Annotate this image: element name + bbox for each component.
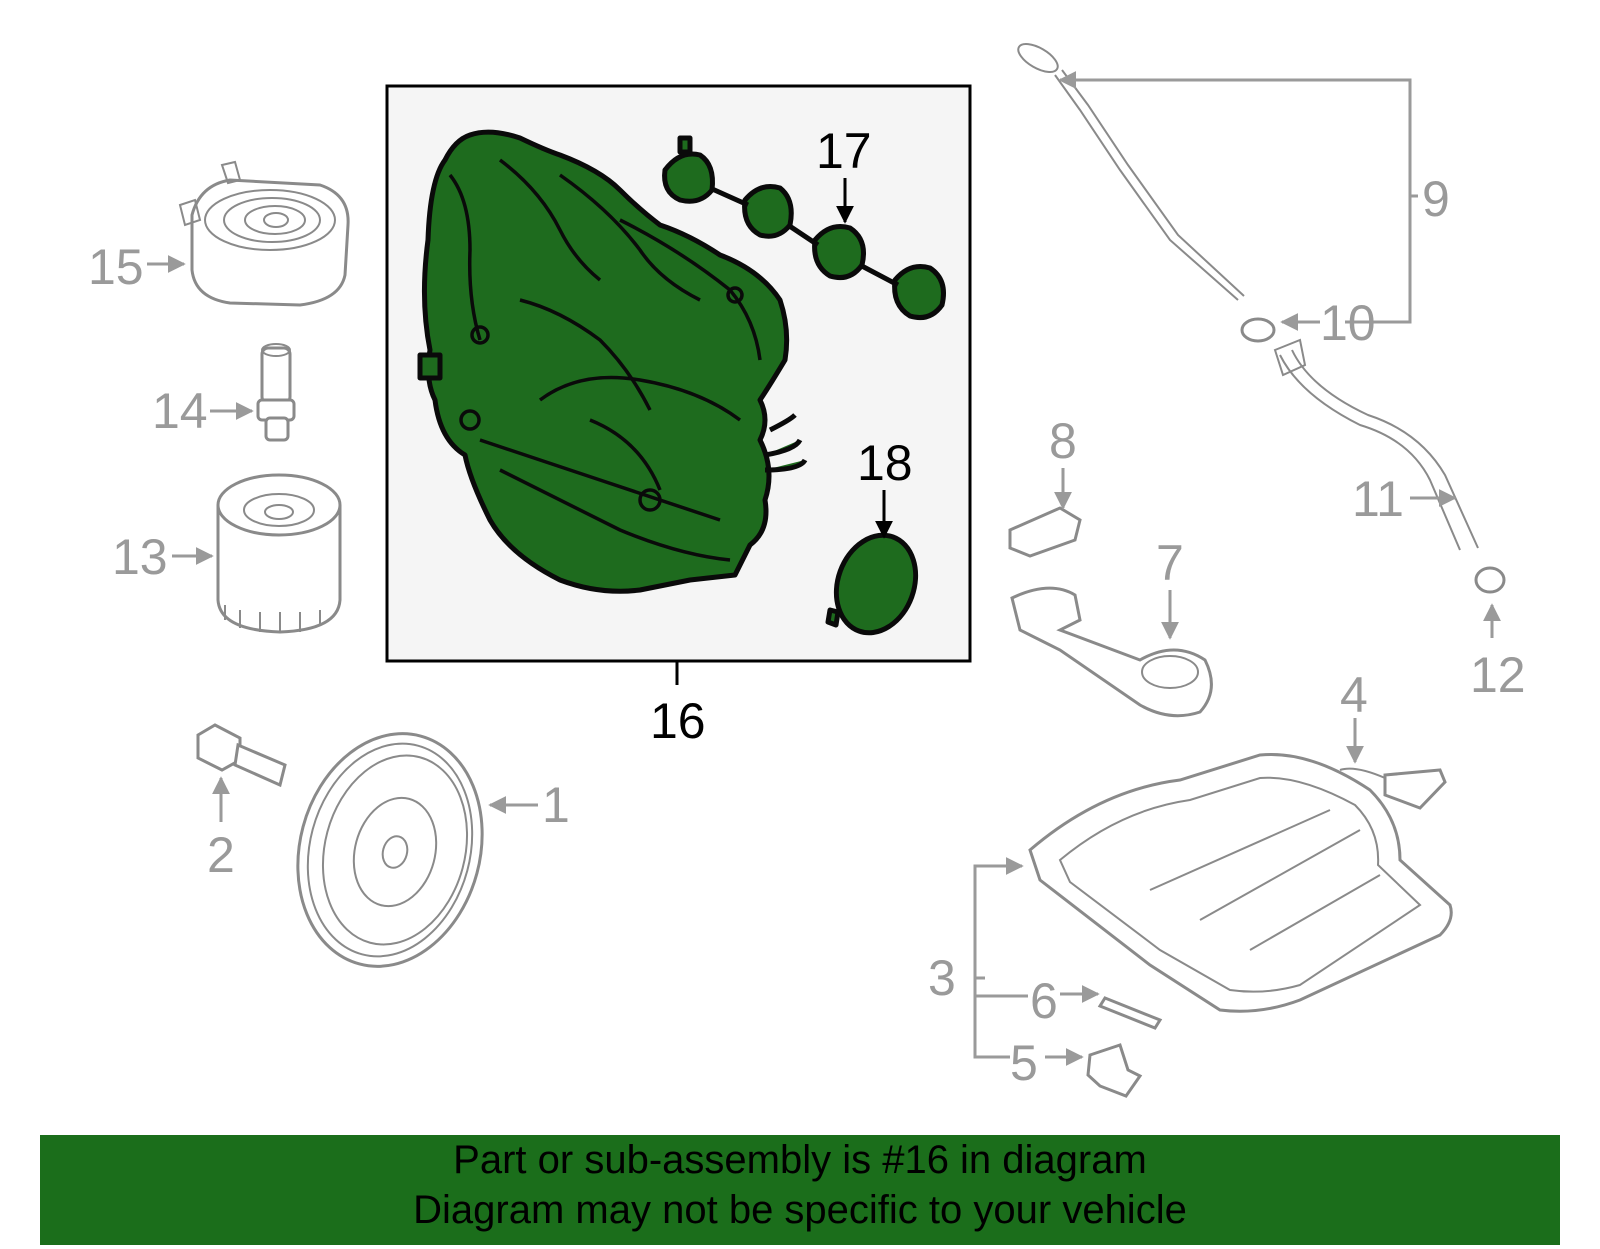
info-banner: Part or sub-assembly is #16 in diagram D… xyxy=(40,1135,1560,1245)
dipstick-o-ring-part[interactable] xyxy=(1240,317,1276,343)
crank-bolt-part[interactable] xyxy=(196,723,287,788)
tube-o-ring-part[interactable] xyxy=(1474,566,1506,594)
oil-filter-part[interactable] xyxy=(216,473,342,634)
drain-plug-part[interactable] xyxy=(1086,1043,1143,1098)
callout-14: 14 xyxy=(152,383,208,439)
callout-6: 6 xyxy=(1030,973,1058,1029)
callout-8: 8 xyxy=(1049,413,1077,469)
dowel-pin-part[interactable] xyxy=(1097,996,1163,1030)
callout-9: 9 xyxy=(1422,171,1450,227)
callout-11: 11 xyxy=(1352,471,1404,527)
callout-4: 4 xyxy=(1340,667,1368,723)
plug-part[interactable] xyxy=(823,524,929,644)
callout-17: 17 xyxy=(816,123,872,179)
intake-manifold-part[interactable] xyxy=(417,129,808,594)
callout-16: 16 xyxy=(650,693,706,749)
oil-pan-part[interactable] xyxy=(1028,752,1453,1013)
crank-pulley-part[interactable] xyxy=(273,713,508,988)
banner-line-2: Diagram may not be specific to your vehi… xyxy=(413,1188,1187,1232)
filter-stud-part[interactable] xyxy=(256,343,296,442)
callout-12: 12 xyxy=(1470,647,1526,703)
callout-13: 13 xyxy=(112,529,168,585)
callout-15: 15 xyxy=(88,239,144,295)
callout-1: 1 xyxy=(542,777,570,833)
banner-line-1: Part or sub-assembly is #16 in diagram xyxy=(453,1138,1147,1182)
manifold-gasket-part[interactable] xyxy=(662,135,946,321)
callout-10: 10 xyxy=(1320,295,1376,351)
callout-7: 7 xyxy=(1156,535,1184,591)
oil-level-sensor-part[interactable] xyxy=(1339,767,1447,810)
leader-lines xyxy=(147,71,1501,1066)
dipstick-tube-part[interactable] xyxy=(1273,338,1479,551)
callout-2: 2 xyxy=(207,827,235,883)
oil-cooler-part[interactable] xyxy=(178,160,350,307)
callout-5: 5 xyxy=(1010,1035,1038,1091)
callout-3: 3 xyxy=(928,950,956,1006)
dipstick-part[interactable] xyxy=(1014,38,1245,301)
oil-strainer-part[interactable] xyxy=(1010,586,1213,718)
callout-18: 18 xyxy=(857,435,913,491)
pickup-gasket-part[interactable] xyxy=(1008,506,1082,558)
